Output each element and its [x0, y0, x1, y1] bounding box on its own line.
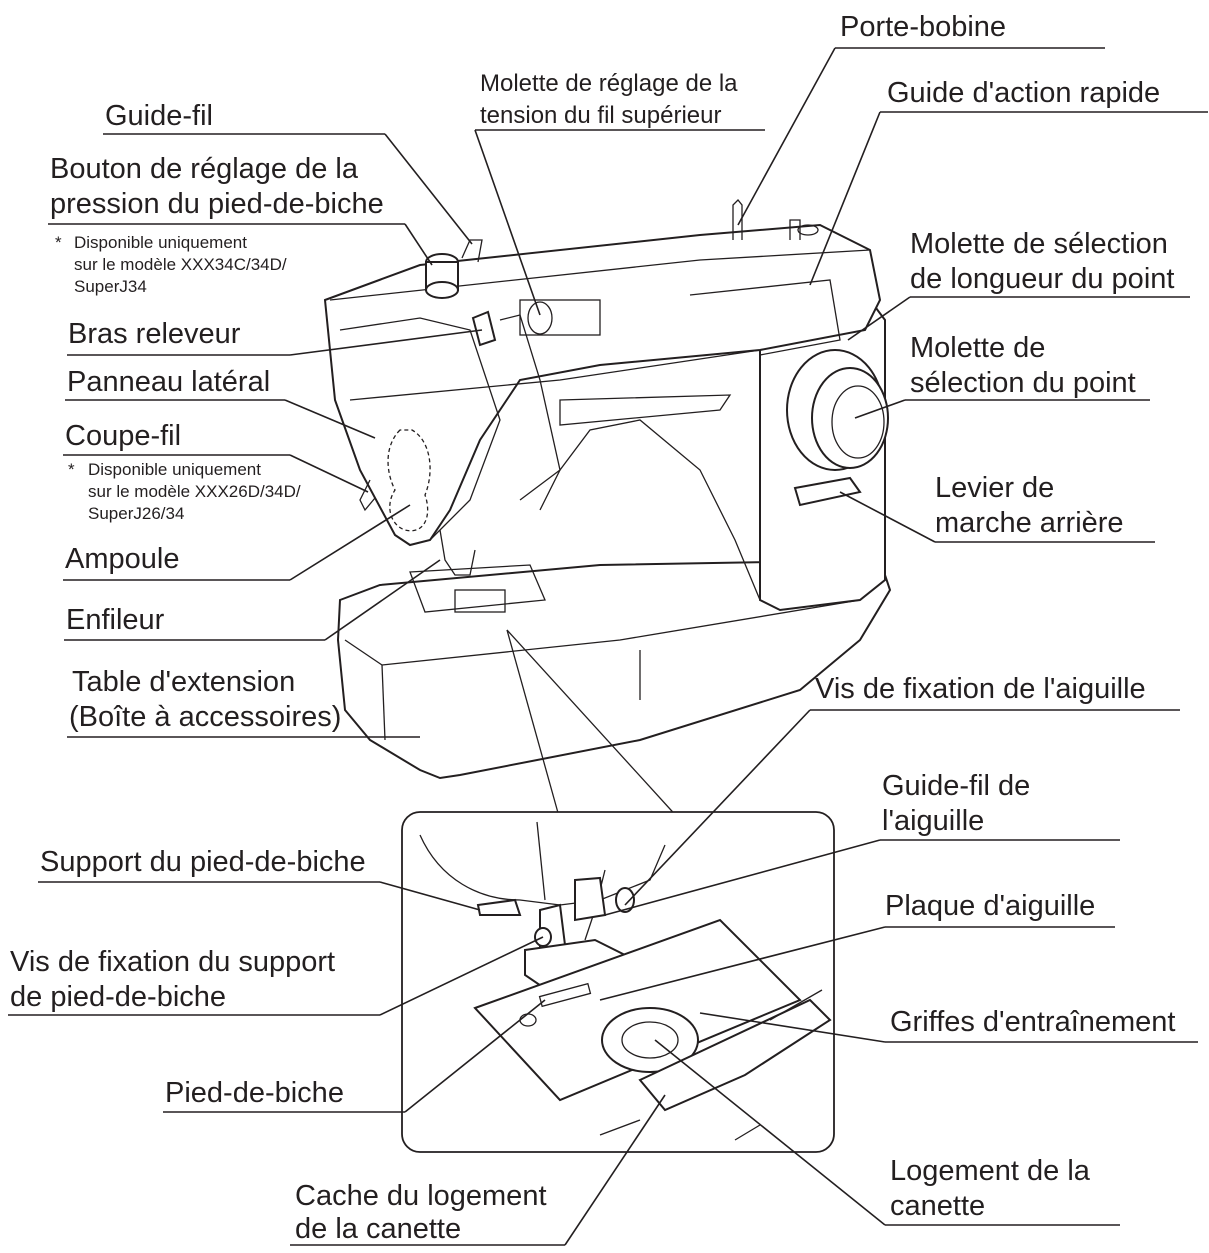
label-vis-aiguille: Vis de fixation de l'aiguille	[815, 673, 1146, 705]
leader-lines	[8, 47, 1208, 1246]
label-molette-point-line1: Molette de	[910, 332, 1046, 364]
label-cache-line2: de la canette	[295, 1213, 462, 1245]
asterisk-coupe: *	[68, 460, 75, 479]
label-molette-tension-line1: Molette de réglage de la	[480, 70, 738, 97]
label-guide-action-rapide: Guide d'action rapide	[887, 77, 1161, 109]
label-griffes: Griffes d'entraînement	[890, 1006, 1176, 1038]
label-table-line1: Table d'extension	[72, 666, 296, 698]
note-coupe-line2: sur le modèle XXX26D/34D/	[88, 482, 301, 501]
label-vis-support-line1: Vis de fixation du support	[10, 946, 336, 978]
label-ampoule: Ampoule	[65, 543, 180, 575]
label-molette-longueur-line1: Molette de sélection	[910, 228, 1168, 260]
label-bouton-pression-line2: pression du pied-de-biche	[50, 188, 384, 220]
label-cache-line1: Cache du logement	[295, 1180, 547, 1212]
label-molette-point-line2: sélection du point	[910, 367, 1136, 399]
note-coupe-line1: Disponible uniquement	[88, 460, 261, 479]
label-levier-line2: marche arrière	[935, 507, 1124, 539]
label-logement-line1: Logement de la	[890, 1155, 1090, 1187]
label-plaque: Plaque d'aiguille	[885, 890, 1096, 922]
label-guide-fil: Guide-fil	[105, 100, 213, 132]
label-porte-bobine: Porte-bobine	[840, 11, 1007, 43]
label-bras-releveur: Bras releveur	[68, 318, 241, 350]
label-levier-line1: Levier de	[935, 472, 1055, 504]
note-pression-line2: sur le modèle XXX34C/34D/	[74, 255, 287, 274]
label-coupe-fil: Coupe-fil	[65, 420, 182, 452]
label-support-pied: Support du pied-de-biche	[40, 846, 366, 878]
detail-inset	[401, 811, 835, 1153]
label-vis-support-line2: de pied-de-biche	[10, 981, 227, 1013]
label-logement-line2: canette	[890, 1190, 986, 1222]
label-molette-tension-line2: tension du fil supérieur	[480, 102, 722, 129]
label-panneau-lateral: Panneau latéral	[67, 366, 271, 398]
label-pied-de-biche: Pied-de-biche	[165, 1077, 344, 1109]
sewing-machine-illustration	[323, 199, 892, 821]
label-bouton-pression-line1: Bouton de réglage de la	[50, 153, 358, 185]
label-guide-fil-aiguille-line1: Guide-fil de	[882, 770, 1031, 802]
note-pression-line1: Disponible uniquement	[74, 233, 247, 252]
note-pression-line3: SuperJ34	[74, 277, 147, 296]
label-molette-longueur-line2: de longueur du point	[910, 263, 1175, 295]
label-guide-fil-aiguille-line2: l'aiguille	[882, 805, 985, 837]
note-coupe-line3: SuperJ26/34	[88, 504, 185, 523]
asterisk-pression: *	[55, 233, 62, 252]
label-enfileur: Enfileur	[66, 604, 165, 636]
label-table-line2: (Boîte à accessoires)	[69, 701, 342, 733]
